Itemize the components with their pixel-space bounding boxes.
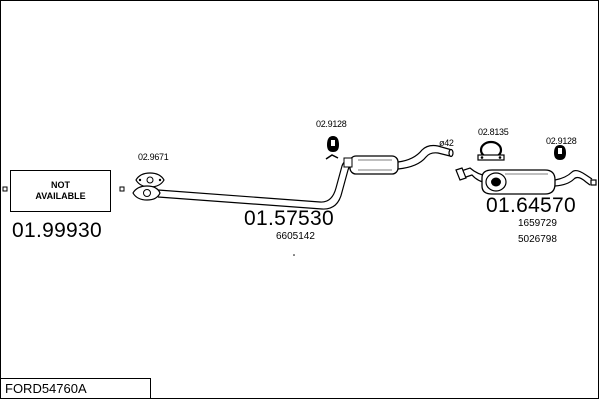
middle-hanger-label[interactable]: 02.9128: [316, 119, 347, 129]
reference-code-box: FORD54760A: [0, 378, 151, 399]
middle-section-oe-ref: 6605142: [276, 231, 315, 242]
rear-clamp-label[interactable]: 02.8135: [478, 127, 509, 137]
rear-clamp-icon: [477, 140, 505, 161]
rear-section-part-number[interactable]: 01.64570: [486, 194, 576, 217]
front-gasket-label[interactable]: 02.9671: [138, 152, 169, 162]
rear-hanger-icon: [554, 145, 566, 160]
rear-section-oe-ref-2: 5026798: [518, 234, 557, 245]
middle-pipe-flange-icon: [132, 185, 161, 201]
front-left-connector: [2, 186, 8, 192]
middle-section-part-number[interactable]: 01.57530: [244, 207, 334, 230]
center-dot: [293, 254, 295, 256]
reference-code: FORD54760A: [5, 381, 87, 396]
front-gasket-icon: [135, 172, 165, 188]
middle-hanger-icon: [325, 136, 339, 160]
rear-silencer: [481, 169, 556, 195]
middle-outlet-pipe: [397, 144, 454, 170]
not-available-line2: AVAILABLE: [35, 191, 86, 201]
front-section-part-number[interactable]: 01.99930: [12, 219, 102, 242]
not-available-line1: NOT: [51, 180, 70, 190]
rear-tailpipe: [554, 169, 597, 187]
middle-silencer: [343, 155, 399, 175]
middle-pipe: [157, 159, 353, 210]
rear-hanger-label[interactable]: 02.9128: [546, 136, 577, 146]
pipe-diameter-label: ø42: [439, 138, 454, 148]
rear-section-oe-ref-1: 1659729: [518, 218, 557, 229]
not-available-box: NOT AVAILABLE: [10, 170, 111, 212]
front-right-connector: [119, 186, 125, 192]
